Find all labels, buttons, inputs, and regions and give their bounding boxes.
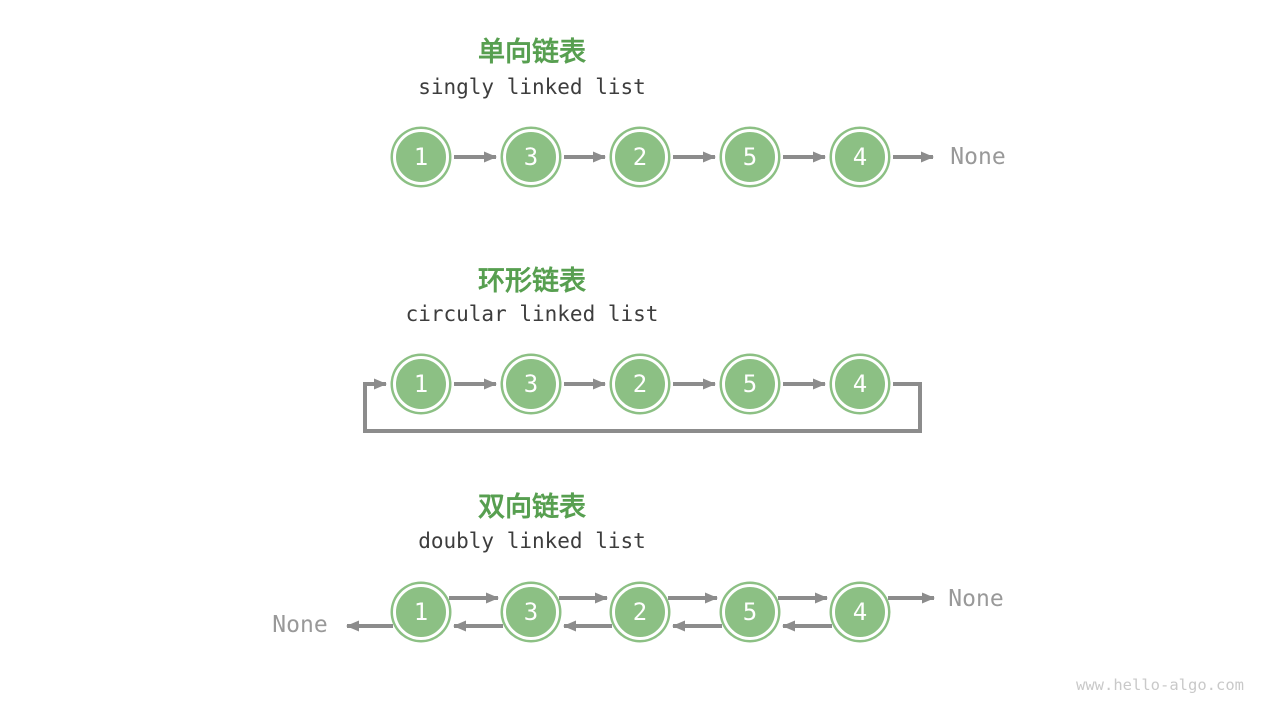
section-title-doubly: 双向链表 [478,492,586,522]
list-node: 2 [612,584,668,640]
list-node: 5 [722,356,778,412]
list-node: 1 [393,584,449,640]
list-node: 1 [393,129,449,185]
none-label: None [950,144,1006,170]
section-title-singly: 单向链表 [478,37,586,67]
list-node: 4 [832,584,888,640]
section-subtitle-doubly: doubly linked list [418,529,646,553]
list-node: 4 [832,356,888,412]
list-node: 2 [612,129,668,185]
list-node: 4 [832,129,888,185]
list-node: 3 [503,584,559,640]
list-node: 1 [393,356,449,412]
section-subtitle-singly: singly linked list [418,75,646,99]
watermark: www.hello-algo.com [1076,676,1244,694]
section-title-circular: 环形链表 [478,266,586,296]
list-node: 3 [503,356,559,412]
none-label: None [272,612,328,638]
list-node: 2 [612,356,668,412]
none-label: None [948,586,1004,612]
list-node: 5 [722,129,778,185]
loop-back-arrow [363,378,922,433]
section-subtitle-circular: circular linked list [405,302,659,326]
list-node: 5 [722,584,778,640]
list-node: 3 [503,129,559,185]
